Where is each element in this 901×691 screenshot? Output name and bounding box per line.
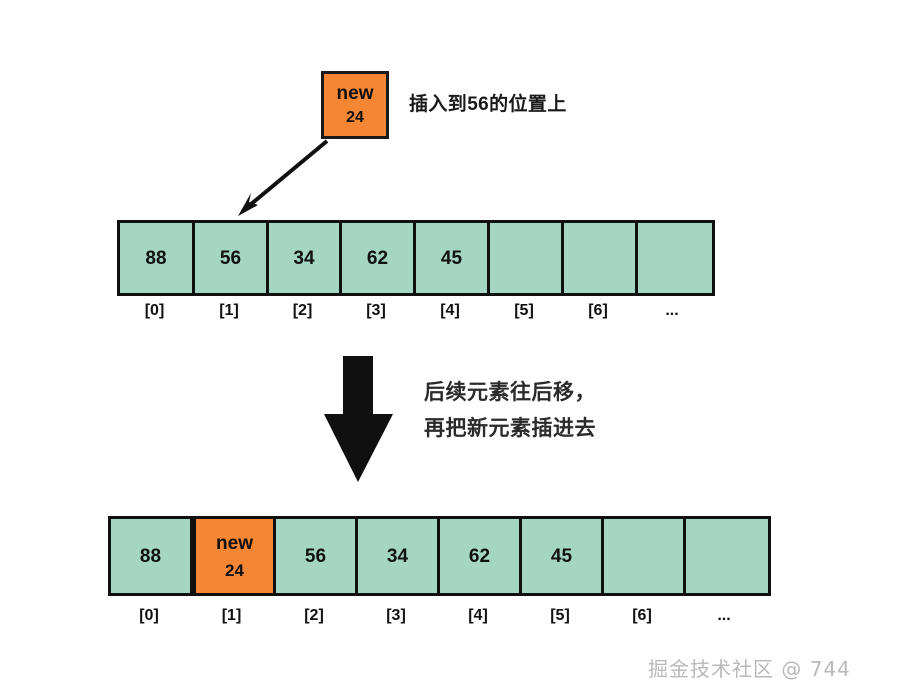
array-index-label: ... [665, 302, 679, 319]
array-cell: 88 [120, 223, 195, 293]
array-cell: 62 [342, 223, 416, 293]
array-cell [638, 223, 712, 293]
array-cell: 88 [111, 519, 193, 593]
array-index-label: [0] [144, 302, 165, 319]
array-cell: 56 [195, 223, 269, 293]
array-cell: 56 [276, 519, 358, 593]
array-index-label: [3] [386, 607, 406, 624]
array-cell: 62 [440, 519, 522, 593]
new-element-label: new [336, 83, 374, 104]
array-cell-value: 62 [468, 545, 491, 567]
array-index-label: [3] [366, 302, 386, 319]
array-index-label: [5] [550, 607, 570, 624]
array-cell: 45 [522, 519, 604, 593]
array-cell [490, 223, 564, 293]
array-index-label: [2] [304, 607, 324, 624]
array-index-label: [1] [221, 607, 242, 624]
array-cell [686, 519, 768, 593]
array-cell-value: 56 [304, 545, 327, 567]
array-cell-new: new 24 [193, 519, 276, 593]
array-cell-value: 56 [219, 247, 242, 269]
array-cell: 34 [269, 223, 342, 293]
down-arrow-icon [324, 356, 393, 482]
insert-position-annotation: 插入到56的位置上 [409, 94, 567, 115]
array-index-label: [4] [468, 607, 488, 624]
array-cell [604, 519, 686, 593]
array-cell-value: 88 [145, 247, 167, 269]
array-after-insertion: 88 new 24 56 34 62 45 [108, 516, 771, 596]
new-element-box: new 24 [321, 71, 389, 139]
array-cell-value: 34 [293, 247, 315, 269]
array-cell-new-label: new [216, 532, 253, 554]
watermark: 掘金技术社区 @ 744 [648, 657, 851, 681]
array-cell [564, 223, 638, 293]
array-index-label: [0] [139, 607, 159, 624]
array-before-index-labels: [0] [1] [2] [3] [4] [5] [6]... [117, 303, 709, 319]
shift-annotation-line2: 再把新元素插进去 [424, 417, 596, 440]
array-cell-value: 45 [440, 247, 463, 269]
array-cell: 34 [358, 519, 440, 593]
array-cell-value: 62 [366, 247, 389, 269]
array-index-label: [2] [292, 302, 313, 319]
array-before-insertion: 88 56 34 62 45 [117, 220, 715, 296]
array-index-label: [1] [219, 302, 239, 319]
array-cell-new-value: 24 [225, 560, 244, 580]
array-index-label: ... [717, 607, 731, 624]
shift-annotation-line1: 后续元素往后移， [424, 381, 596, 404]
array-index-label: [5] [514, 302, 534, 319]
array-cell: 45 [416, 223, 490, 293]
array-index-label: [4] [440, 302, 460, 319]
array-after-index-labels: [0] [1] [2] [3] [4] [5] [6]... [108, 608, 765, 624]
array-index-label: [6] [588, 302, 608, 319]
array-cell-value: 34 [386, 545, 409, 567]
array-index-label: [6] [632, 607, 652, 624]
diagonal-arrow-icon [238, 139, 329, 216]
array-cell-value: 88 [139, 545, 162, 567]
array-cell-value: 45 [550, 545, 573, 567]
shift-elements-annotation: 后续元素往后移， 再把新元素插进去 [424, 375, 596, 447]
new-element-value: 24 [346, 109, 364, 126]
